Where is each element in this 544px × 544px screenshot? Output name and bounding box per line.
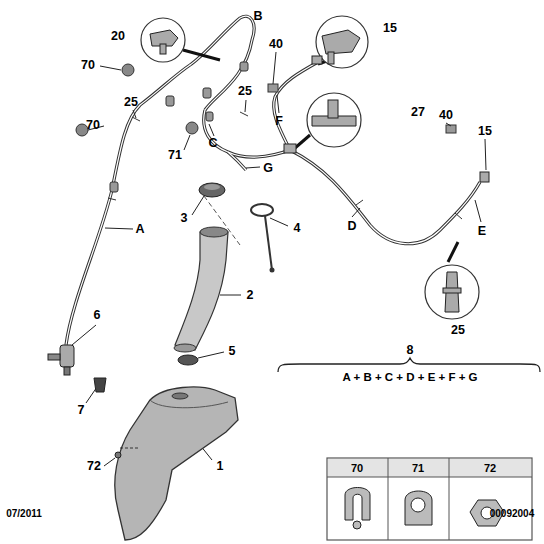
callout-number: 20 [109, 29, 127, 44]
callout-number: 25 [122, 95, 140, 110]
callout-number: 2 [245, 288, 256, 303]
callout-number: E [476, 224, 488, 239]
callout-number: 71 [410, 462, 426, 475]
callout-number: 15 [381, 21, 399, 36]
callout-number: A [133, 222, 146, 237]
footer-code: 00092004 [488, 508, 537, 520]
callout-number: 40 [267, 37, 285, 52]
callout-number: D [345, 219, 358, 234]
callout-number: 15 [476, 124, 494, 139]
footer-code: 07/2011 [4, 508, 44, 520]
callout-number: C [206, 136, 219, 151]
callout-number: F [273, 114, 285, 129]
callout-number: 71 [166, 148, 184, 163]
callout-number: 7 [76, 403, 87, 418]
callout-number: 25 [449, 323, 467, 338]
callout-number: 5 [227, 344, 238, 359]
callout-number: 3 [179, 211, 190, 226]
callout-number: 70 [349, 462, 365, 475]
kit-composition: A + B + C + D + E + F + G [340, 371, 479, 385]
callout-number: 25 [236, 84, 254, 99]
callout-number: 70 [84, 118, 102, 133]
callout-number: 6 [92, 308, 103, 323]
callout-number: 8 [405, 343, 416, 358]
callout-number: 27 [409, 105, 427, 120]
callout-number: G [261, 161, 275, 176]
callout-number: 1 [215, 459, 226, 474]
callout-number: 4 [292, 221, 303, 236]
callout-number: 70 [79, 58, 97, 73]
callout-number: 72 [85, 459, 103, 474]
callout-number: 40 [437, 108, 455, 123]
callout-number: 72 [482, 462, 498, 475]
callout-number: B [251, 9, 264, 24]
